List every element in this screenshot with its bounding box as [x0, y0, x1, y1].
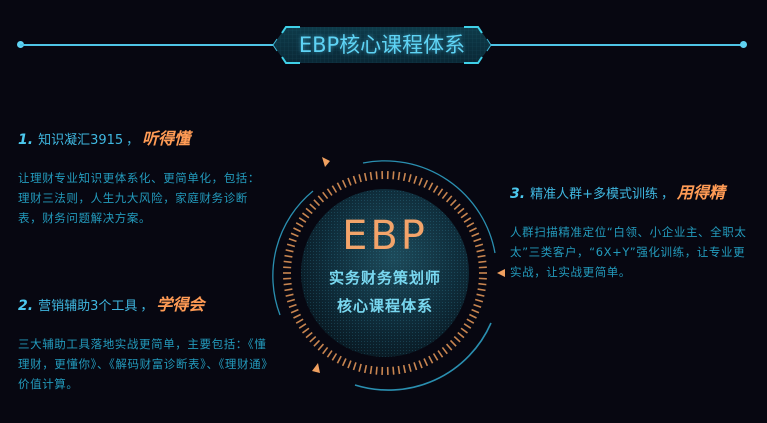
section-separator: ，	[660, 187, 674, 202]
section-body: 人群扫描精准定位“白领、小企业主、全职太太”三类客户，“6X+Y”强化训练，让专…	[510, 225, 747, 279]
section-knowledge: 1. 知识凝汇3915，听得懂 让理财专业知识更体系化、更简单化，包括：理财三法则…	[18, 130, 268, 228]
hexagon-badge-icon	[272, 26, 492, 64]
orb-rings-icon	[272, 157, 505, 391]
section-separator: ，	[140, 299, 154, 314]
triangle-marker-icon	[497, 269, 505, 277]
triangle-marker-icon	[312, 363, 320, 373]
section-highlight: 听得懂	[142, 129, 191, 148]
section-separator: ，	[126, 133, 140, 148]
center-orb-graphic: EBP 实务财务策划师 核心课程体系	[255, 145, 515, 405]
header-line-left	[20, 44, 275, 46]
orb-subtitle-line1: 实务财务策划师	[328, 269, 441, 287]
orb-subtitle-line2: 核心课程体系	[336, 297, 433, 315]
header-line-right	[489, 44, 743, 46]
section-title: 知识凝汇3915	[38, 133, 124, 148]
section-number: 2.	[18, 298, 34, 314]
section-highlight: 学得会	[156, 295, 205, 314]
section-heading: 2. 营销辅助3个工具，学得会	[18, 296, 268, 316]
brand-ebp: EBP	[342, 213, 428, 259]
section-title: 精准人群+多模式训练	[530, 187, 658, 202]
header-line-dot-right	[740, 41, 747, 48]
section-heading: 3. 精准人群+多模式训练，用得精	[510, 184, 750, 204]
section-highlight: 用得精	[676, 183, 725, 202]
section-body: 让理财专业知识更体系化、更简单化，包括：理财三法则，人生九大风险，家庭财务诊断表…	[18, 171, 260, 225]
title-badge: EBP核心课程体系	[272, 26, 492, 64]
page-title: EBP核心课程体系	[298, 33, 466, 57]
section-tools: 2. 营销辅助3个工具，学得会 三大辅助工具落地实战更简单，主要包括：《懂理财，更…	[18, 296, 268, 394]
section-number: 3.	[510, 186, 526, 202]
section-body: 三大辅助工具落地实战更简单，主要包括：《懂理财，更懂你》、《解码财富诊断表》、《…	[18, 337, 268, 391]
section-title: 营销辅助3个工具	[38, 299, 138, 314]
section-number: 1.	[18, 132, 34, 148]
section-training: 3. 精准人群+多模式训练，用得精 人群扫描精准定位“白领、小企业主、全职太太”三…	[510, 184, 750, 282]
triangle-marker-icon	[322, 157, 330, 167]
section-heading: 1. 知识凝汇3915，听得懂	[18, 130, 268, 150]
